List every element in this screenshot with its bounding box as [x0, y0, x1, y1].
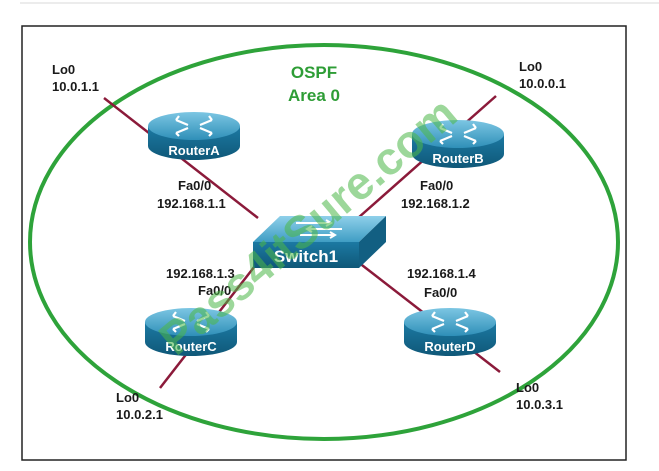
router-c-loopback-label: Lo0	[116, 390, 139, 405]
switch-1[interactable]: Switch1	[253, 216, 386, 268]
router-a-loopback-ip: 10.0.1.1	[52, 79, 99, 94]
router-a[interactable]: RouterA	[148, 112, 240, 160]
router-d-loopback-ip: 10.0.3.1	[516, 397, 563, 412]
router-arrows-icon	[439, 123, 477, 145]
router-b-interface-label: Fa0/0	[420, 178, 453, 193]
router-d-name: RouterD	[424, 339, 475, 354]
router-a-interface-label: Fa0/0	[178, 178, 211, 193]
router-b-interface-ip: 192.168.1.2	[401, 196, 470, 211]
router-d-loopback-label: Lo0	[516, 380, 539, 395]
router-a-interface-ip: 192.168.1.1	[157, 196, 226, 211]
switch-1-name: Switch1	[274, 247, 338, 266]
router-c-name: RouterC	[165, 339, 217, 354]
router-c-interface-label: Fa0/0	[198, 283, 231, 298]
router-b-loopback-label: Lo0	[519, 59, 542, 74]
router-top	[145, 308, 237, 336]
router-b-loopback-ip: 10.0.0.1	[519, 76, 566, 91]
switch-front	[253, 242, 359, 268]
switch-arrows-icon	[296, 219, 342, 239]
area-label-ospf: OSPF	[291, 63, 337, 82]
router-d[interactable]: RouterD	[404, 308, 496, 356]
router-top	[148, 112, 240, 140]
switch-side	[359, 216, 386, 268]
router-b-name: RouterB	[432, 151, 483, 166]
router-c[interactable]: RouterC	[145, 308, 237, 356]
router-a-name: RouterA	[168, 143, 220, 158]
router-a-loopback-label: Lo0	[52, 62, 75, 77]
router-top	[404, 308, 496, 336]
router-arrows-icon	[172, 311, 210, 333]
router-d-interface-ip: 192.168.1.4	[407, 266, 476, 281]
ospf-area-boundary	[28, 43, 620, 441]
router-c-interface-ip: 192.168.1.3	[166, 266, 235, 281]
router-b[interactable]: RouterB	[412, 120, 504, 168]
area-label-number: Area 0	[288, 86, 340, 105]
router-c-loopback-ip: 10.0.2.1	[116, 407, 163, 422]
router-arrows-icon	[175, 115, 213, 137]
router-d-interface-label: Fa0/0	[424, 285, 457, 300]
router-top	[412, 120, 504, 148]
router-arrows-icon	[431, 311, 469, 333]
